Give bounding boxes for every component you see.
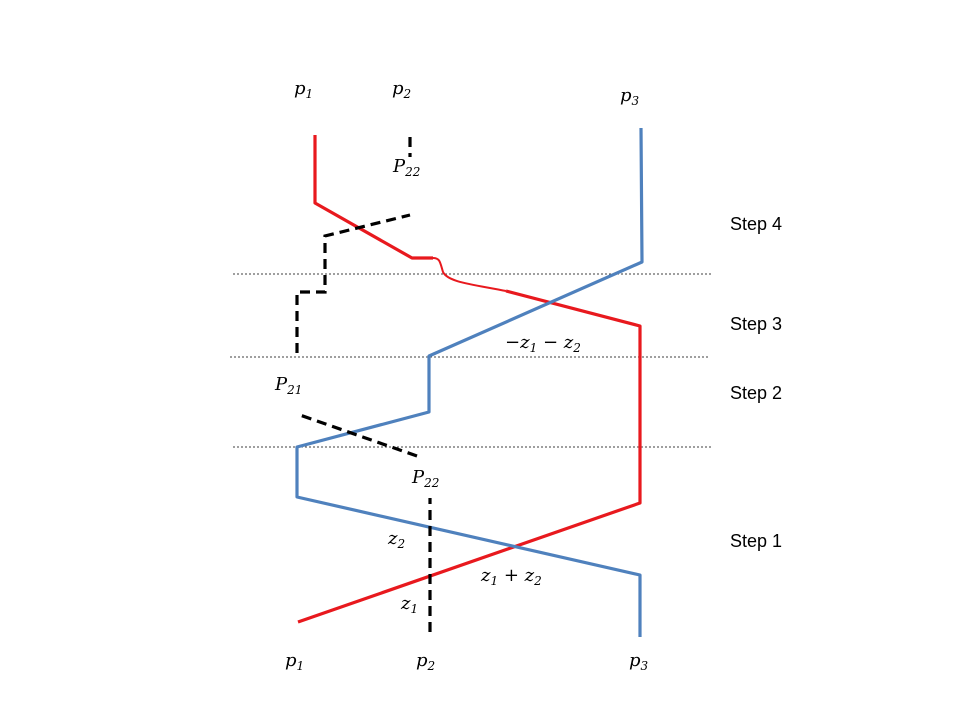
label-top-p3: p3 — [620, 85, 640, 108]
label-neg-z1-minus-z2: −z1 − z2 — [505, 332, 581, 355]
label-bottom-p1: p1 — [285, 650, 304, 673]
step2-label: Step 2 — [730, 383, 782, 403]
black-dashed-path-top — [295, 213, 411, 353]
red-path — [297, 289, 642, 624]
step4-label: Step 4 — [730, 214, 782, 234]
label-top-p2: p2 — [392, 78, 411, 101]
label-P21: P21 — [274, 374, 302, 397]
red-path-top — [313, 135, 433, 260]
label-z1-plus-z2: z1 + z2 — [480, 565, 542, 588]
step1-label: Step 1 — [730, 531, 782, 551]
label-z1: z1 — [400, 593, 418, 616]
step3-label: Step 3 — [730, 314, 782, 334]
red-path-curve — [432, 257, 507, 292]
label-z2: z2 — [387, 528, 405, 551]
label-bottom-p2: p2 — [416, 650, 435, 673]
label-top-p1: p1 — [294, 78, 313, 101]
label-P22-middle: P22 — [411, 467, 439, 490]
label-P22-top: P22 — [392, 156, 420, 179]
label-bottom-p3: p3 — [629, 650, 649, 673]
blue-path — [295, 127, 644, 637]
black-dashed-path-middle — [296, 412, 418, 458]
